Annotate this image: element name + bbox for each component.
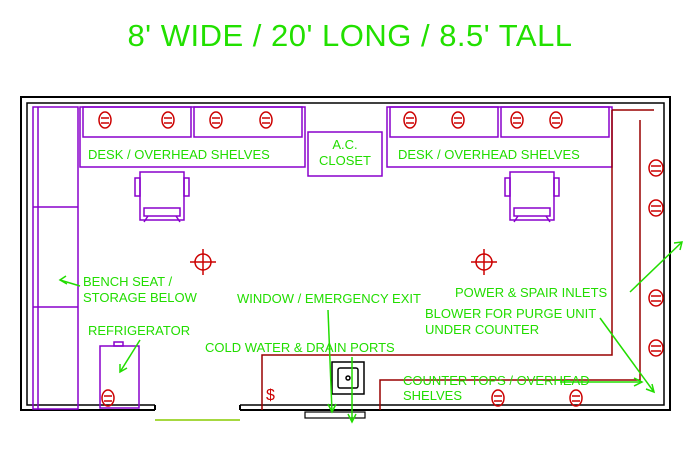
wall-outlets [98,111,664,407]
ceiling-lights [190,249,497,275]
label-ac-line1: A.C. [332,137,357,152]
label-counter-line1: COUNTER TOPS / OVERHEAD [403,373,590,388]
arrow-counter [560,377,644,387]
label-desk-right: DESK / OVERHEAD SHELVES [398,147,580,162]
wall-outline [20,96,671,411]
ac-closet [307,131,383,177]
exterior-walls [20,96,671,411]
arrow-window [327,309,337,414]
label-blower-line1: BLOWER FOR PURGE UNIT [425,306,596,321]
wall-inner-outline [26,102,665,406]
arrow-bench [58,275,81,287]
sink [331,361,365,395]
refrigerator [99,341,140,409]
label-bench-line2: STORAGE BELOW [83,290,198,305]
label-power: POWER & SPAIR INLETS [455,285,608,300]
dollar-symbol: $ [266,387,275,404]
label-blower-line2: UNDER COUNTER [425,322,539,337]
arrow-power [629,241,683,293]
label-window: WINDOW / EMERGENCY EXIT [237,291,421,306]
arrow-refrigerator [119,339,141,374]
label-water: COLD WATER & DRAIN PORTS [205,340,395,355]
desk-left [79,106,306,168]
chair-left [134,171,190,223]
window [304,411,366,419]
leader-arrows [58,241,683,424]
label-ac-line2: CLOSET [319,153,371,168]
arrow-blower [599,317,656,394]
plan-title: 8' WIDE / 20' LONG / 8.5' TALL [127,18,573,53]
label-bench-line1: BENCH SEAT / [83,274,172,289]
chair-right [504,171,560,223]
label-counter-line2: SHELVES [403,388,462,403]
label-refrigerator: REFRIGERATOR [88,323,190,338]
label-desk-left: DESK / OVERHEAD SHELVES [88,147,270,162]
bench-seat [32,106,79,410]
arrow-water [347,357,357,424]
counter-tops [261,109,654,410]
